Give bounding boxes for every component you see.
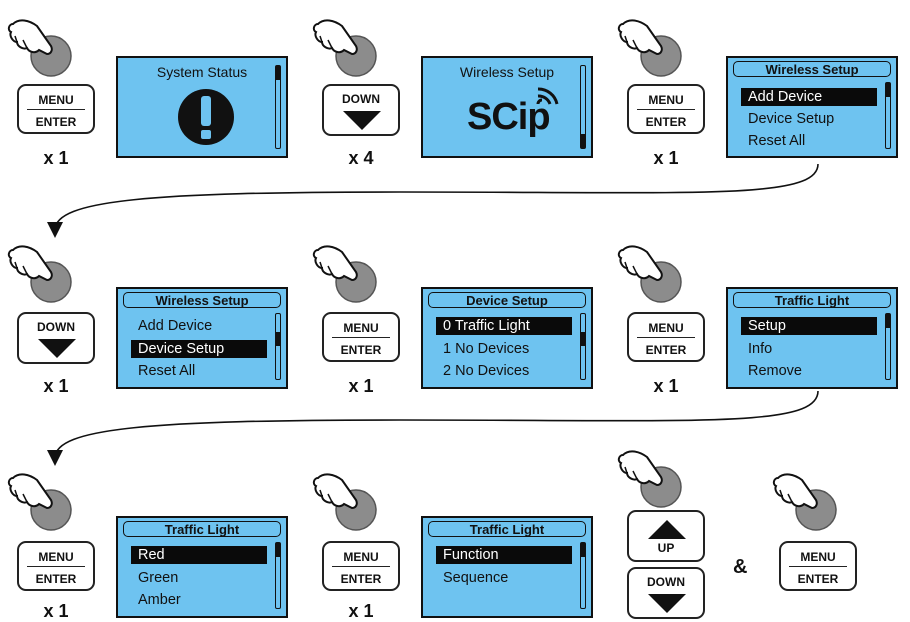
- press-count: x 4: [348, 148, 374, 168]
- down-button[interactable]: DOWN: [17, 312, 95, 364]
- press-count: x 1: [43, 148, 69, 168]
- menu-item-device-2[interactable]: 2 No Devices: [443, 363, 530, 379]
- screen-title: Device Setup: [428, 292, 586, 308]
- lcd-screen-traffic-light-function: Traffic Light Function Sequence: [421, 516, 593, 618]
- pressing-finger-icon: [312, 245, 377, 303]
- menu-item-green[interactable]: Green: [138, 570, 179, 586]
- pressing-finger-icon: [312, 19, 377, 77]
- pressing-finger-icon: [617, 450, 682, 508]
- lcd-screen-wireless-setup-menu: Wireless Setup Add Device Device Setup R…: [726, 56, 898, 158]
- menu-item-reset-all[interactable]: Reset All: [748, 133, 806, 149]
- menu-item-device-1[interactable]: 1 No Devices: [443, 341, 530, 357]
- down-arrow-icon: [38, 339, 76, 358]
- menu-item-remove[interactable]: Remove: [748, 363, 802, 379]
- menu-item-function[interactable]: Function: [436, 546, 572, 564]
- lcd-screen-device-setup: Device Setup 0 Traffic Light 1 No Device…: [421, 287, 593, 389]
- down-arrow-icon: [648, 594, 686, 613]
- menu-item-info[interactable]: Info: [748, 341, 773, 357]
- press-count: x 1: [43, 376, 69, 396]
- connector-arrow-row2-to-row3: [47, 390, 819, 466]
- menu-item-add-device[interactable]: Add Device: [741, 88, 877, 106]
- screen-title: Wireless Setup: [733, 61, 891, 77]
- menu-item-device-setup[interactable]: Device Setup: [748, 111, 835, 127]
- press-count: x 1: [653, 148, 679, 168]
- up-button[interactable]: UP: [627, 510, 705, 562]
- screen-title: Wireless Setup: [123, 292, 281, 308]
- pressing-finger-icon: [617, 19, 682, 77]
- pressing-finger-icon: [7, 473, 72, 531]
- menu-item-red[interactable]: Red: [131, 546, 267, 564]
- lcd-screen-system-status: System Status: [116, 56, 288, 158]
- lcd-screen-traffic-light-colors: Traffic Light Red Green Amber: [116, 516, 288, 618]
- down-arrow-icon: [343, 111, 381, 130]
- pressing-finger-icon: [312, 473, 377, 531]
- screen-title: System Status: [156, 64, 248, 80]
- menu-item-sequence[interactable]: Sequence: [443, 570, 509, 586]
- pressing-finger-icon: [7, 19, 72, 77]
- down-button[interactable]: DOWN: [627, 567, 705, 619]
- pressing-finger-icon: [7, 245, 72, 303]
- screen-title: Traffic Light: [733, 292, 891, 308]
- menu-item-add-device[interactable]: Add Device: [138, 318, 213, 334]
- and-symbol: &: [733, 556, 748, 578]
- pressing-finger-icon: [617, 245, 682, 303]
- press-count: x 1: [653, 376, 679, 396]
- lcd-screen-wireless-setup-menu: Wireless Setup Add Device Device Setup R…: [116, 287, 288, 389]
- lcd-screen-wireless-setup-logo: Wireless Setup SCip: [421, 56, 593, 158]
- wireless-signal-icon: [536, 87, 559, 105]
- screen-title: Wireless Setup: [459, 64, 555, 80]
- menu-item-setup[interactable]: Setup: [741, 317, 877, 335]
- menu-item-amber[interactable]: Amber: [138, 592, 181, 608]
- lcd-screen-traffic-light: Traffic Light Setup Info Remove: [726, 287, 898, 389]
- screen-title: Traffic Light: [123, 521, 281, 537]
- press-count: x 1: [348, 376, 374, 396]
- menu-item-device-setup[interactable]: Device Setup: [131, 340, 267, 358]
- press-count: x 1: [43, 601, 69, 621]
- pressing-finger-icon: [772, 473, 837, 531]
- up-arrow-icon: [648, 520, 686, 539]
- screen-title: Traffic Light: [428, 521, 586, 537]
- connector-arrow-row1-to-row2: [47, 163, 819, 238]
- press-count: x 1: [348, 601, 374, 621]
- exclamation-icon: [178, 89, 234, 145]
- down-button[interactable]: DOWN: [322, 84, 400, 136]
- menu-item-device-0[interactable]: 0 Traffic Light: [436, 317, 572, 335]
- menu-item-reset-all[interactable]: Reset All: [138, 363, 196, 379]
